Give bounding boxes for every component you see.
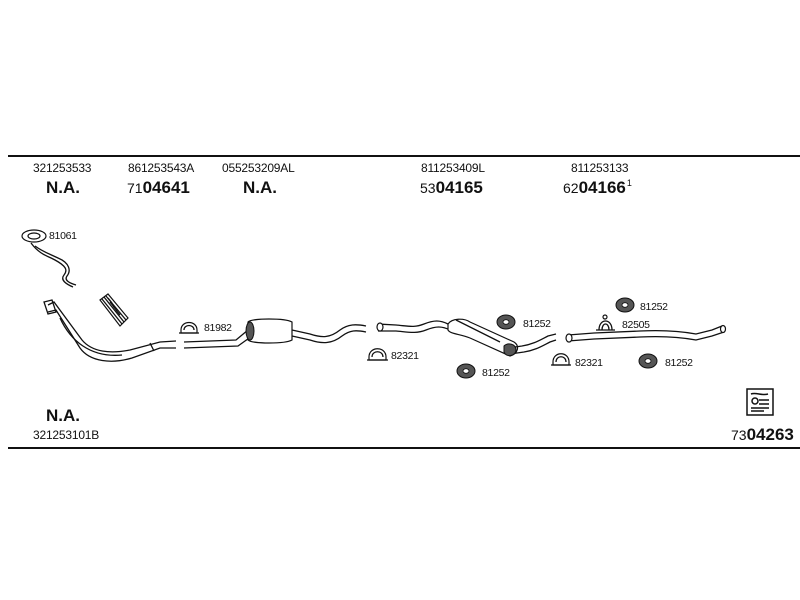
footer-part-number: 321253101B <box>33 428 100 442</box>
u-clamp-icon <box>596 314 615 331</box>
catalog-code: 7104641 <box>127 179 190 197</box>
u-clamp-icon <box>179 321 199 334</box>
part-number: 321253533 <box>33 161 92 175</box>
part-number: 811253133 <box>571 161 629 175</box>
u-clamp-icon <box>551 353 571 366</box>
part-number: 055253209AL <box>222 161 295 175</box>
u-clamp-icon <box>367 348 388 361</box>
catalog-code: N.A. <box>243 178 277 197</box>
gasket-ring-icon <box>21 229 47 243</box>
catalog-code-note: 1 <box>626 178 632 188</box>
component-label-clamp: 82505 <box>622 319 650 331</box>
component-label-hanger: 81252 <box>665 357 693 369</box>
catalog-code-prefix: 62 <box>563 180 579 196</box>
flex-pipe <box>99 293 129 327</box>
part-number: 861253543A <box>128 161 195 175</box>
component-label-clamp: 82321 <box>575 357 603 369</box>
catalog-code-prefix: 73 <box>731 427 747 443</box>
component-label-gasket: 81061 <box>49 230 77 242</box>
component-label-clamp: 81982 <box>204 322 232 334</box>
footer-catalog-code-right: 7304263 <box>731 426 794 444</box>
component-label-hanger: 81252 <box>523 318 551 330</box>
catalog-code: 62041661 <box>563 179 632 197</box>
catalog-code-main: 04641 <box>142 178 190 197</box>
catalog-code-main: 04263 <box>746 425 794 444</box>
front-pipe <box>30 242 74 288</box>
component-label-clamp: 82321 <box>391 350 419 362</box>
y-pipe <box>43 299 177 362</box>
rubber-hanger-icon <box>456 363 476 379</box>
center-silencer <box>376 318 557 357</box>
front-silencer <box>183 318 367 349</box>
catalog-code-main: 04165 <box>435 178 483 197</box>
rubber-hanger-icon <box>638 353 658 369</box>
tail-pipe <box>565 324 727 343</box>
catalog-book-icon <box>746 388 774 416</box>
catalog-code: N.A. <box>46 178 80 197</box>
footer-divider <box>8 447 800 449</box>
footer-catalog-code: N.A. <box>46 406 80 425</box>
catalog-code-main: 04166 <box>578 178 626 197</box>
component-label-hanger: 81252 <box>640 301 668 313</box>
catalog-code: 5304165 <box>420 179 483 197</box>
part-number: 811253409L <box>421 161 485 175</box>
rubber-hanger-icon <box>496 314 516 330</box>
catalog-code-prefix: 53 <box>420 180 436 196</box>
rubber-hanger-icon <box>615 297 635 313</box>
catalog-code-prefix: 71 <box>127 180 143 196</box>
header-divider <box>8 155 800 157</box>
component-label-hanger: 81252 <box>482 367 510 379</box>
